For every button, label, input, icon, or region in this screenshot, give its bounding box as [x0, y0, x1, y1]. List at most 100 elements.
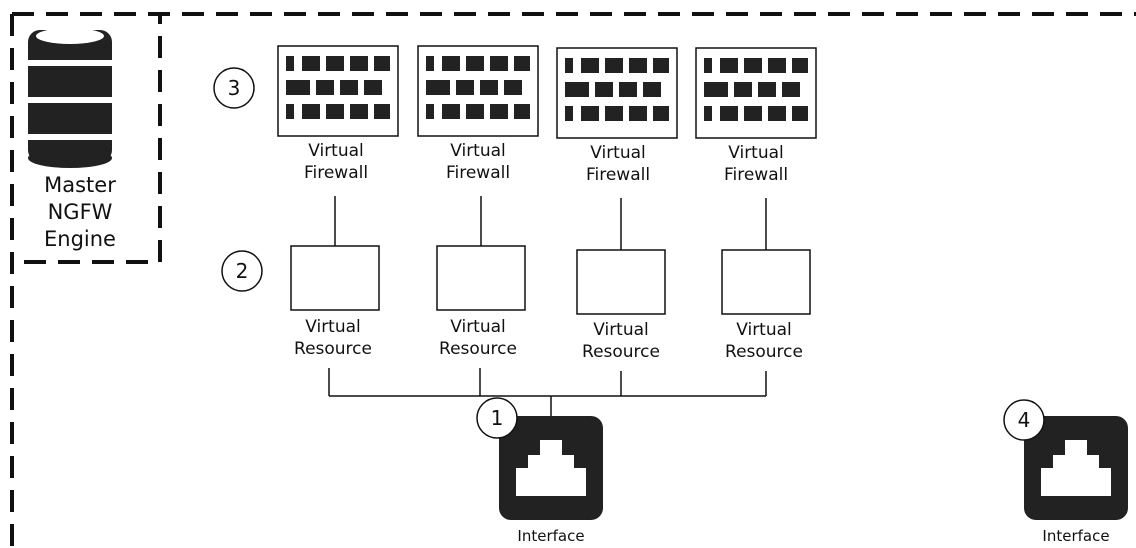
connector-lines — [328, 196, 767, 416]
brick — [782, 82, 800, 97]
brick — [426, 56, 434, 71]
master-engine-label: Master NGFW Engine — [44, 172, 116, 253]
brick — [286, 56, 294, 71]
brick — [744, 106, 762, 121]
brick — [704, 58, 712, 73]
virtual-firewall-label-line2: Firewall — [585, 165, 651, 185]
brick — [629, 106, 647, 121]
virtual-firewall-label-line1: Virtual — [728, 143, 784, 163]
ethernet-port-icon — [1024, 416, 1128, 520]
interface-label: Interface — [517, 527, 585, 545]
brick — [466, 104, 484, 119]
virtual-resource-box — [436, 245, 526, 311]
firewall-brick-icon — [695, 47, 817, 139]
brick — [442, 104, 460, 119]
brick — [758, 82, 776, 97]
callout-4-number: 4 — [1018, 408, 1031, 432]
brick — [792, 58, 808, 73]
virtual-firewall-label-line2: Firewall — [303, 163, 369, 183]
master-line3: Engine — [44, 227, 116, 251]
brick — [456, 80, 474, 95]
firewall-brick-icon — [277, 45, 399, 137]
brick — [316, 80, 334, 95]
virtual-resource-label-line1: Virtual — [450, 317, 506, 337]
brick — [581, 58, 599, 73]
brick — [792, 106, 808, 121]
brick — [364, 80, 382, 95]
virtual-resource-label: Virtual Resource — [439, 316, 517, 360]
outer-dashed-boundary — [10, 12, 1136, 548]
virtual-firewall-label: Virtual Firewall — [446, 140, 510, 184]
brick — [350, 56, 368, 71]
virtual-resource-label-line1: Virtual — [736, 320, 792, 340]
callout-4: 4 — [1003, 399, 1045, 441]
brick — [286, 104, 294, 119]
brick — [595, 82, 613, 97]
brick — [490, 104, 508, 119]
brick — [720, 58, 738, 73]
virtual-firewall-label-line2: Firewall — [723, 165, 789, 185]
brick — [466, 56, 484, 71]
virtual-resource-label: Virtual Resource — [582, 319, 660, 363]
virtual-firewall-label-line2: Firewall — [445, 163, 511, 183]
brick — [744, 58, 762, 73]
virtual-resource-label-line1: Virtual — [305, 317, 361, 337]
brick — [302, 56, 320, 71]
brick — [720, 106, 738, 121]
firewall-brick-icon — [417, 45, 539, 137]
callout-2-number: 2 — [236, 259, 249, 283]
brick — [302, 104, 320, 119]
virtual-resource-label: Virtual Resource — [294, 316, 372, 360]
brick — [374, 104, 390, 119]
brick — [480, 80, 498, 95]
brick — [286, 80, 310, 95]
virtual-resource-label-line2: Resource — [582, 342, 660, 362]
virtual-firewall-label: Virtual Firewall — [586, 142, 650, 186]
master-line1: Master — [44, 173, 116, 197]
master-line2: NGFW — [47, 200, 113, 224]
brick — [426, 80, 450, 95]
brick — [326, 56, 344, 71]
virtual-resource-label-line2: Resource — [725, 342, 803, 362]
brick — [490, 56, 508, 71]
virtual-firewall-label-line1: Virtual — [308, 141, 364, 161]
brick — [326, 104, 344, 119]
brick — [565, 58, 573, 73]
callout-1: 1 — [476, 397, 518, 439]
brick — [442, 56, 460, 71]
brick — [565, 82, 589, 97]
firewall-brick-icon — [556, 47, 678, 139]
virtual-resource-box — [721, 249, 811, 315]
brick — [426, 104, 434, 119]
virtual-resource-box — [576, 249, 666, 315]
brick — [514, 56, 530, 71]
brick — [653, 58, 669, 73]
callout-3: 3 — [213, 67, 255, 109]
brick — [768, 106, 786, 121]
brick — [581, 106, 599, 121]
ethernet-port-icon — [499, 416, 603, 520]
interface-label: Interface — [1042, 527, 1110, 545]
virtual-resource-boxes — [290, 245, 811, 315]
brick — [565, 106, 573, 121]
callout-3-number: 3 — [228, 76, 241, 100]
brick — [514, 104, 530, 119]
master-engine-dashed-box — [12, 12, 162, 264]
database-icon — [28, 28, 112, 168]
brick — [653, 106, 669, 121]
callout-2: 2 — [221, 250, 263, 292]
brick — [605, 106, 623, 121]
brick — [704, 106, 712, 121]
virtual-resource-label-line1: Virtual — [593, 320, 649, 340]
brick — [374, 56, 390, 71]
virtual-resource-box — [290, 245, 380, 311]
virtual-resource-label-line2: Resource — [294, 339, 372, 359]
virtual-firewall-label: Virtual Firewall — [724, 142, 788, 186]
brick — [504, 80, 522, 95]
brick — [629, 58, 647, 73]
virtual-firewall-label-line1: Virtual — [450, 141, 506, 161]
virtual-firewall-label-line1: Virtual — [590, 143, 646, 163]
brick — [704, 82, 728, 97]
brick — [643, 82, 661, 97]
brick — [605, 58, 623, 73]
